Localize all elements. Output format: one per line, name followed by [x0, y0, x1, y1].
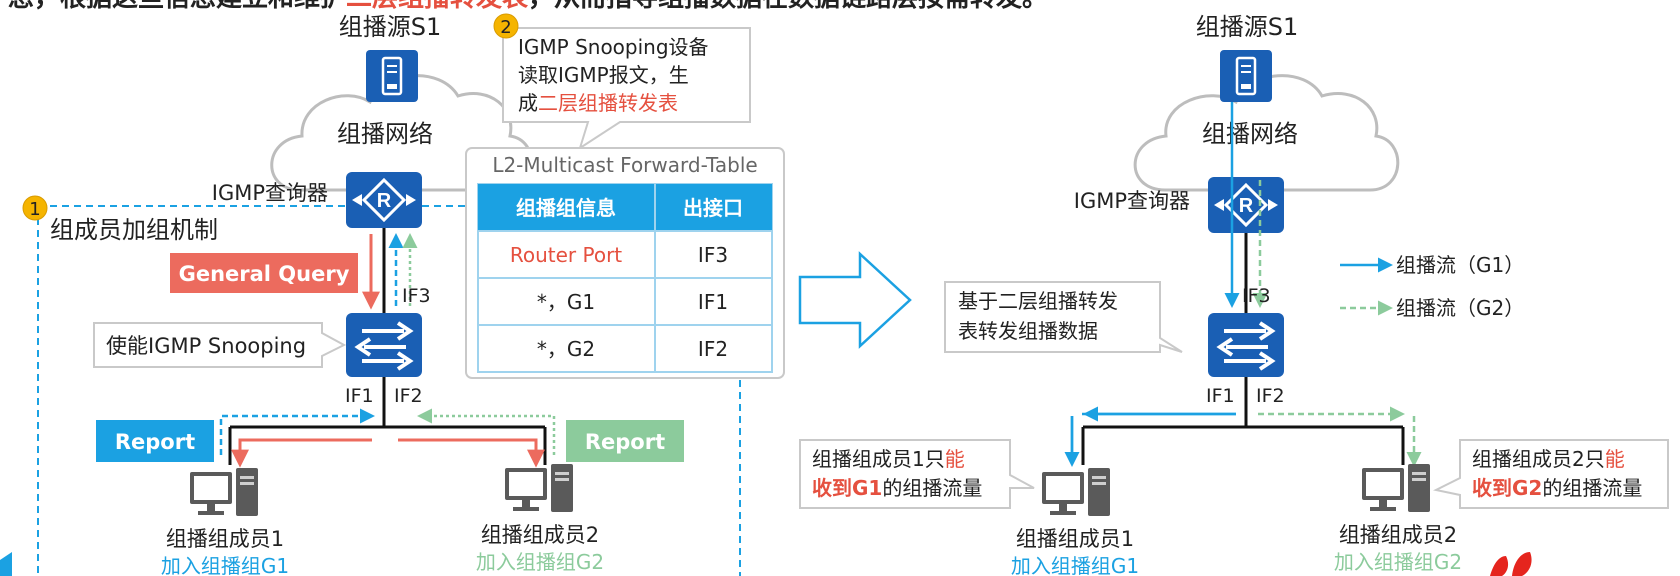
query-red-path-2: [398, 438, 545, 468]
step1-title: 组成员加组机制: [50, 216, 218, 244]
left-querier-label: IGMP查询器: [212, 181, 328, 205]
header-text: 息，根据这些信息建立和维护二层组播转发表，从而指导组播数据在数据链路层按需转发。: [8, 0, 1048, 12]
left-router-icon: [344, 170, 424, 230]
report-blue-path: [219, 408, 375, 455]
forward-table-title: L2-Multicast Forward-Table: [492, 153, 757, 177]
right-if1-label: IF1: [1206, 385, 1235, 407]
member1-callout: [799, 439, 1035, 509]
legend-g1-text: 组播流（G1）: [1396, 253, 1524, 277]
table-row1-port: IF3: [698, 243, 728, 267]
left-member1-pc-icon: [190, 468, 258, 516]
general-query-text: General Query: [179, 262, 350, 286]
table-row1-group: Router Port: [510, 243, 622, 267]
corner-accent-left: [0, 552, 12, 576]
right-router-icon: [1206, 175, 1286, 235]
right-g1-flow-host: [1070, 412, 1236, 460]
right-member1-join: 加入组播组G1: [1011, 554, 1139, 576]
right-if2-label: IF2: [1256, 385, 1285, 407]
forward-callout-line1: 基于二层组播转发: [958, 289, 1118, 313]
member1-callout-line1: 组播组成员1只能: [812, 447, 965, 471]
step2-number: 2: [500, 17, 511, 38]
right-switch-icon: [1206, 311, 1286, 379]
query-red-path-1: [231, 438, 372, 468]
report-green-text: Report: [585, 430, 665, 454]
right-querier-label: IGMP查询器: [1074, 189, 1190, 213]
forward-callout: [944, 281, 1183, 353]
left-member1-join: 加入组播组G1: [161, 554, 289, 576]
right-member2-join: 加入组播组G2: [1334, 550, 1462, 574]
step1-number: 1: [29, 199, 40, 220]
right-cloud-label: 组播网络: [1202, 120, 1298, 148]
right-source-label: 组播源S1: [1196, 13, 1299, 41]
table-header-group: 组播组信息: [516, 196, 616, 220]
brand-logo-icon: [1490, 552, 1532, 576]
left-member2-pc-icon: [505, 464, 573, 512]
member1-callout-line2: 收到G1的组播流量: [812, 476, 982, 500]
legend-g2-text: 组播流（G2）: [1396, 296, 1524, 320]
left-cloud-label: 组播网络: [337, 120, 433, 148]
forward-table-header-row: [478, 184, 772, 231]
right-if3-label: IF3: [1242, 285, 1271, 307]
step2-line1: IGMP Snooping设备: [518, 35, 709, 59]
table-header-port: 出接口: [683, 196, 743, 220]
forward-callout-line2: 表转发组播数据: [958, 319, 1098, 343]
table-row2-port: IF1: [698, 290, 728, 314]
member2-callout: [1432, 439, 1669, 509]
report-green-path: [417, 408, 556, 455]
left-member1-name: 组播组成员1: [166, 527, 284, 551]
right-member1-pc-icon: [1042, 468, 1110, 516]
step2-badge: [493, 13, 519, 39]
report-blue-text: Report: [115, 430, 195, 454]
left-if3-label: IF3: [402, 285, 431, 307]
right-cloud-shape: [1133, 74, 1400, 192]
right-server-icon: [1218, 48, 1274, 104]
right-member2-pc-icon: [1362, 464, 1430, 512]
table-row2-group: *，G1: [537, 290, 595, 314]
member2-callout-line2: 收到G2的组播流量: [1472, 476, 1642, 500]
left-switch-icon: [344, 311, 424, 379]
left-source-label: 组播源S1: [339, 13, 442, 41]
left-if1-label: IF1: [345, 385, 374, 407]
right-member1-name: 组播组成员1: [1016, 527, 1134, 551]
table-row3-group: *，G2: [537, 337, 595, 361]
snooping-callout-text: 使能IGMP Snooping: [106, 334, 306, 358]
step1-badge: [22, 195, 48, 221]
right-member2-name: 组播组成员2: [1339, 523, 1457, 547]
step2-line2: 读取IGMP报文，生: [518, 63, 689, 87]
general-query-badge: [170, 253, 358, 293]
table-row3-port: IF2: [698, 337, 728, 361]
transition-arrow-icon: [798, 251, 912, 349]
snooping-callout: [93, 322, 347, 368]
step2-callout: [502, 27, 751, 151]
left-if2-label: IF2: [394, 385, 423, 407]
member2-callout-line1: 组播组成员2只能: [1472, 447, 1625, 471]
report-green-badge: [566, 420, 684, 462]
left-server-icon: [364, 48, 420, 104]
report-blue-badge: [96, 420, 214, 462]
left-member2-join: 加入组播组G2: [476, 550, 604, 574]
left-member2-name: 组播组成员2: [481, 523, 599, 547]
step2-line3: 成二层组播转发表: [518, 91, 678, 115]
